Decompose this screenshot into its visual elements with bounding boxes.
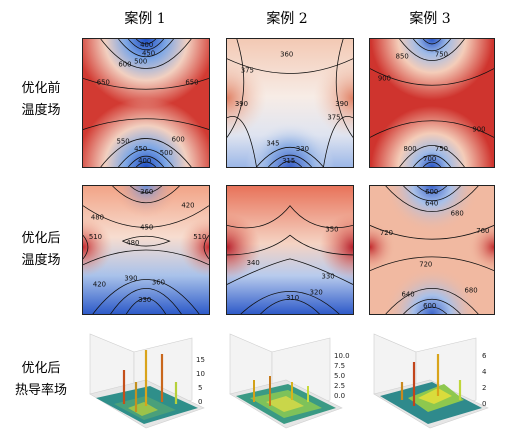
case3-z-tick-2: 2	[482, 384, 486, 392]
after-case2-label-3: 320	[310, 288, 323, 296]
before-case1-label-5: 650	[185, 78, 198, 86]
after-case1-label-3: 450	[140, 223, 153, 231]
before-case3-label-2: 900	[378, 74, 391, 82]
after-field-case3: 600 640 680 720 720 760 640 600 680	[369, 185, 495, 315]
after-field-case1: 360 420 480 450 480 510 510 420 390 360 …	[82, 185, 210, 315]
case1-z-tick-2: 5	[198, 384, 202, 392]
before-case2-label-2: 390	[235, 100, 248, 108]
conductivity-plot-case3: 6 4 2 0	[368, 332, 500, 432]
before-field-case3: 850 750 900 900 750 800 700	[369, 38, 495, 168]
case1-z-tick-1: 10	[196, 370, 205, 378]
before-case3-label-3: 900	[472, 126, 485, 134]
after-case1-label-2: 480	[91, 213, 104, 221]
after-case3-label-1: 640	[425, 200, 438, 208]
row-label-before-line2: 温度场	[21, 103, 61, 118]
before-case1-label-6: 600	[172, 135, 185, 143]
after-case1-label-1: 420	[181, 202, 194, 210]
after-case1-label-6: 510	[193, 233, 206, 241]
column-title-case2: 案例 2	[266, 11, 308, 27]
before-case3-label-5: 800	[403, 145, 416, 153]
after-case1-label-0: 360	[140, 188, 153, 196]
before-case3-label-6: 700	[423, 155, 436, 163]
after-case2-label-1: 340	[247, 259, 260, 267]
after-case2-label-4: 310	[286, 294, 299, 302]
before-case2-label-4: 375	[327, 114, 340, 122]
before-case3-label-4: 750	[435, 145, 448, 153]
after-case1-label-9: 360	[152, 278, 165, 286]
before-field-case2: 360 375 390 390 375 345 330 315	[226, 38, 354, 168]
before-case1-label-9: 400	[138, 157, 151, 165]
after-case1-label-4: 480	[126, 239, 139, 247]
after-case2-label-0: 350	[325, 225, 338, 233]
after-case3-label-4: 720	[419, 261, 432, 269]
case2-z-tick-3: 2.5	[334, 382, 345, 390]
case2-z-tick-2: 5.0	[334, 372, 345, 380]
before-case1-label-0: 400	[140, 41, 153, 49]
before-case2-label-0: 360	[280, 51, 293, 59]
case3-z-tick-0: 6	[482, 352, 487, 360]
row-label-conductivity-line2: 热导率场	[14, 383, 67, 398]
column-title-case1: 案例 1	[124, 11, 166, 27]
after-case1-label-10: 330	[138, 296, 151, 304]
case3-z-tick-3: 0	[482, 400, 486, 408]
after-case1-label-8: 390	[124, 275, 137, 283]
case2-z-tick-4: 0.0	[334, 392, 345, 400]
after-case3-label-8: 680	[464, 286, 477, 294]
before-case2-label-7: 315	[282, 157, 295, 165]
after-case3-label-5: 760	[476, 227, 489, 235]
column-title-case3: 案例 3	[409, 11, 451, 27]
row-label-conductivity: 优化后 热导率场	[2, 358, 80, 402]
row-label-after: 优化后 温度场	[2, 228, 80, 272]
conductivity-plot-case2: 10.0 7.5 5.0 2.5 0.0	[226, 332, 354, 432]
case3-z-tick-1: 4	[482, 368, 487, 376]
after-case3-label-3: 720	[380, 229, 393, 237]
case1-z-tick-3: 0	[198, 398, 202, 406]
row-label-before-line1: 优化前	[21, 81, 61, 96]
conductivity-plot-case1: 15 10 5 0	[84, 332, 212, 432]
before-field-case1: 400 450 500 600 650 650 600 550 450 400 …	[82, 38, 210, 168]
row-label-after-line2: 温度场	[21, 253, 61, 268]
case2-z-tick-0: 10.0	[334, 352, 350, 360]
before-case1-label-3: 600	[118, 61, 131, 69]
case2-z-tick-1: 7.5	[334, 362, 345, 370]
after-case2-label-2: 330	[322, 273, 335, 281]
before-case1-label-7: 550	[116, 137, 129, 145]
row-label-after-line1: 优化后	[21, 231, 61, 246]
after-case1-label-5: 510	[89, 233, 102, 241]
before-case2-label-3: 390	[335, 100, 348, 108]
before-case1-label-8: 450	[134, 145, 147, 153]
after-case3-label-7: 600	[423, 302, 436, 310]
before-case2-label-5: 345	[266, 139, 279, 147]
row-label-conductivity-line1: 优化后	[21, 361, 61, 376]
before-case1-label-10: 500	[160, 149, 173, 157]
after-case1-label-7: 420	[93, 280, 106, 288]
case1-z-tick-0: 15	[196, 356, 205, 364]
before-case1-label-4: 650	[97, 78, 110, 86]
after-case3-label-6: 640	[401, 290, 414, 298]
before-case1-label-1: 450	[142, 50, 155, 58]
after-case3-label-2: 680	[451, 210, 464, 218]
before-case2-label-1: 375	[241, 66, 254, 74]
before-case2-label-6: 330	[296, 145, 309, 153]
row-label-before: 优化前 温度场	[2, 78, 80, 122]
before-case3-label-0: 850	[396, 53, 409, 61]
before-case1-label-2: 500	[134, 58, 147, 66]
after-field-case2: 350 340 330 320 310	[226, 185, 354, 315]
before-case3-label-1: 750	[435, 51, 448, 59]
after-case3-label-0: 600	[425, 188, 438, 196]
